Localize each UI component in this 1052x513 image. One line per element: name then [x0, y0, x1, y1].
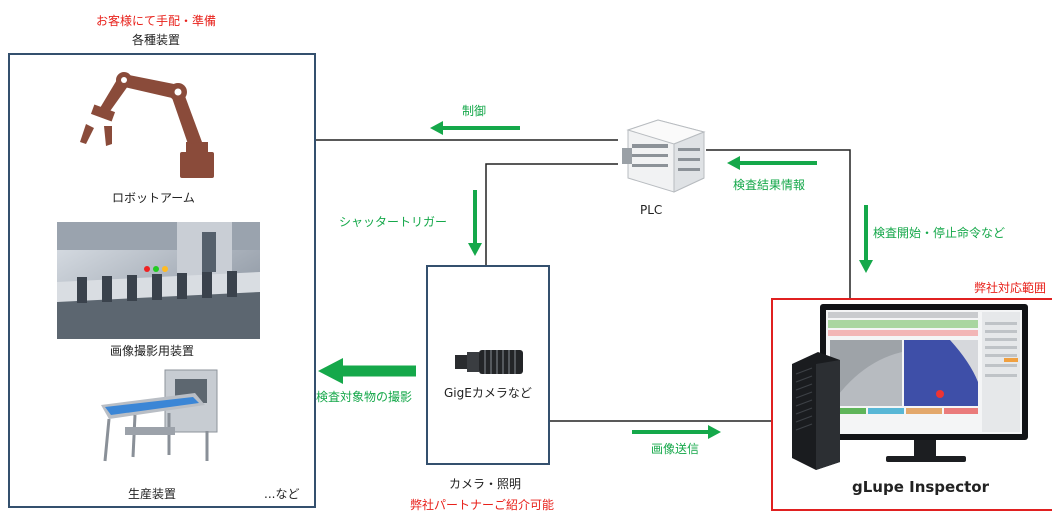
partner-note: 弊社パートナーご紹介可能	[410, 498, 555, 512]
inspector-product-name: gLupe Inspector	[852, 478, 989, 496]
capture-arrow-label: 検査対象物の撮影	[316, 390, 413, 404]
equipment-note: お客様にて手配・準備	[96, 14, 217, 28]
control-arrow-label: 制御	[462, 104, 487, 118]
camera-icon	[455, 350, 523, 374]
plc-label: PLC	[640, 203, 663, 217]
imaging-device-photo	[57, 222, 260, 339]
camera-inner-label: GigEカメラなど	[444, 386, 532, 400]
robot-arm-illustration	[80, 72, 214, 178]
imaging-device-label: 画像撮影用装置	[110, 344, 195, 358]
result-info-arrow-label: 検査結果情報	[733, 178, 806, 192]
production-device-label: 生産装置	[128, 487, 177, 501]
scope-label: 弊社対応範囲	[974, 281, 1047, 295]
plc-device-icon	[622, 119, 706, 193]
image-send-arrow-label: 画像送信	[651, 442, 700, 456]
shutter-trigger-arrow-label: シャッタートリガー	[339, 215, 448, 229]
equipment-title: 各種装置	[132, 33, 181, 47]
robot-arm-label: ロボットアーム	[112, 191, 195, 205]
camera-caption: カメラ・照明	[449, 477, 522, 491]
pc-monitor-illustration	[792, 304, 1028, 470]
start-stop-arrow-label: 検査開始・停止命令など	[873, 226, 1006, 240]
production-machine-photo	[101, 369, 218, 462]
etc-label: ...など	[264, 487, 300, 501]
